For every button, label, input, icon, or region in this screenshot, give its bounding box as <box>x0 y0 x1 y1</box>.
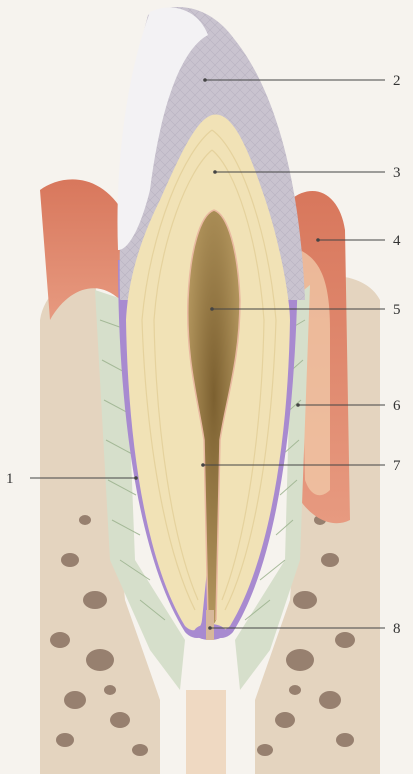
label-4: 4 <box>393 233 401 249</box>
label-7: 7 <box>393 458 401 474</box>
label-2: 2 <box>393 73 401 89</box>
label-5: 5 <box>393 302 401 318</box>
label-8: 8 <box>393 621 401 637</box>
label-1: 1 <box>6 471 14 487</box>
label-3: 3 <box>393 165 401 181</box>
label-6: 6 <box>393 398 401 414</box>
apical-foramen <box>206 610 214 640</box>
